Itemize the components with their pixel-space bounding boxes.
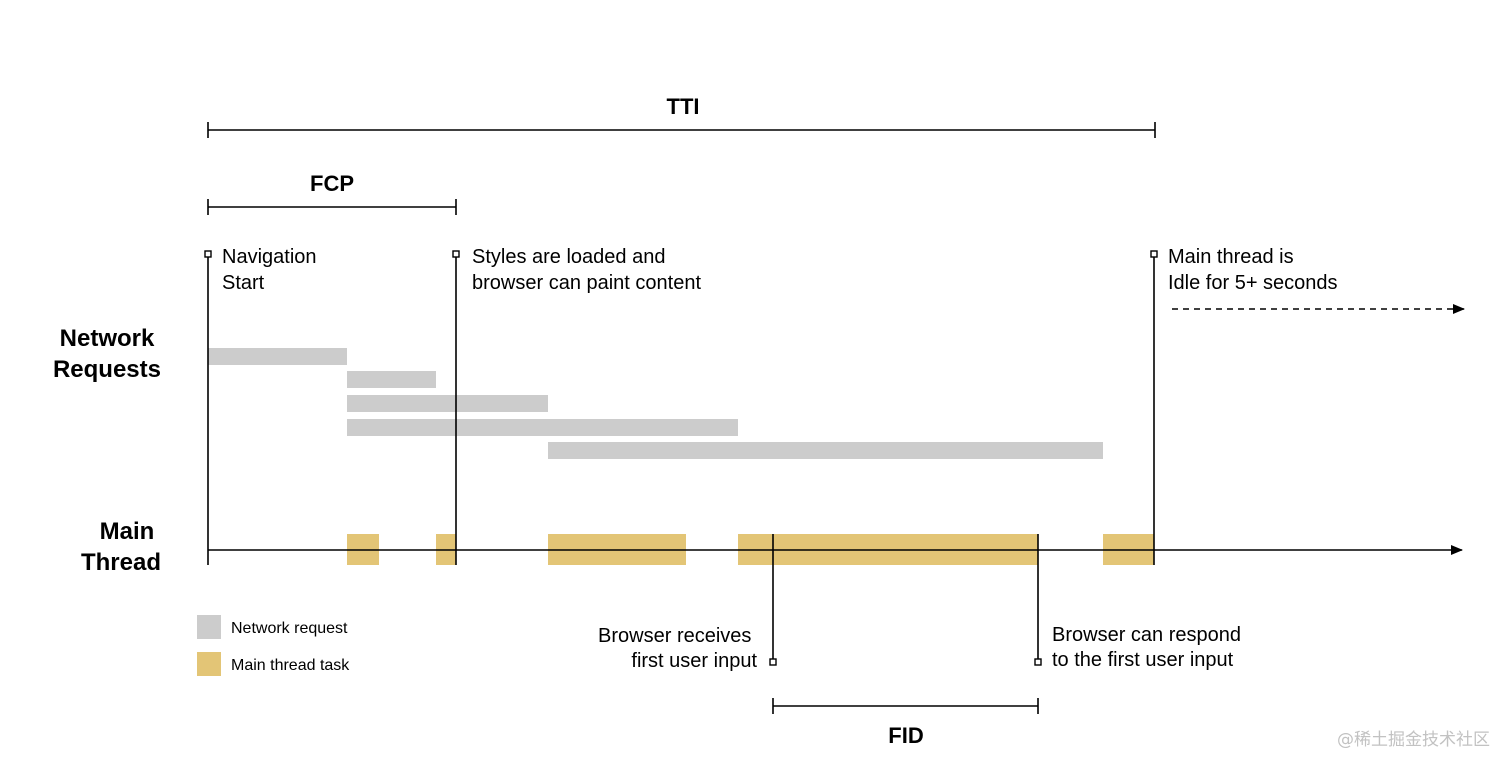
main-thread-idle-marker xyxy=(1150,250,1158,565)
tti-bracket xyxy=(207,122,1156,138)
fcp-bracket xyxy=(207,199,457,215)
idle-annotation-line-1: Main thread is xyxy=(1168,246,1294,268)
legend-task-swatch xyxy=(197,652,221,676)
navigation-start-marker xyxy=(204,250,212,565)
legend: Network request Main thread task xyxy=(197,615,350,676)
main-row-label-line-2: Thread xyxy=(81,549,161,576)
fid-bracket xyxy=(772,698,1039,714)
fcp-label: FCP xyxy=(310,171,354,196)
legend-network-swatch xyxy=(197,615,221,639)
network-request-bar xyxy=(347,419,738,436)
main-row-label-line-1: Main xyxy=(100,518,155,545)
first-input-annotation: Browser receives first user input xyxy=(598,625,757,672)
network-row-label-line-2: Requests xyxy=(53,356,161,383)
network-requests-row-label: Network Requests xyxy=(53,325,161,383)
idle-annotation-line-2: Idle for 5+ seconds xyxy=(1168,272,1338,294)
styles-annotation-line-1: Styles are loaded and xyxy=(472,246,665,268)
respond-marker xyxy=(1034,534,1042,666)
network-request-bar xyxy=(347,371,436,388)
network-request-bar xyxy=(208,348,347,365)
network-row-label-line-1: Network xyxy=(60,325,155,352)
tti-label: TTI xyxy=(667,94,700,119)
receives-annotation-line-1: Browser receives xyxy=(598,625,751,647)
receives-annotation-line-2: first user input xyxy=(631,650,757,672)
respond-annotation: Browser can respond to the first user in… xyxy=(1052,624,1247,671)
navigation-annotation-line-1: Navigation xyxy=(222,246,317,268)
respond-annotation-line-2: to the first user input xyxy=(1052,649,1234,671)
styles-loaded-marker xyxy=(452,250,460,565)
network-request-bar xyxy=(347,395,548,412)
navigation-annotation-line-2: Start xyxy=(222,272,265,294)
main-thread-row-label: Main Thread xyxy=(81,518,161,576)
first-input-marker xyxy=(769,534,777,666)
styles-annotation-line-2: browser can paint content xyxy=(472,272,701,294)
network-request-bar xyxy=(548,442,1103,459)
legend-task-label: Main thread task xyxy=(231,657,350,674)
respond-annotation-line-1: Browser can respond xyxy=(1052,624,1241,646)
styles-loaded-annotation: Styles are loaded and browser can paint … xyxy=(472,246,701,294)
fid-label: FID xyxy=(888,723,923,748)
main-thread-idle-annotation: Main thread is Idle for 5+ seconds xyxy=(1168,246,1338,294)
legend-network-label: Network request xyxy=(231,620,348,637)
watermark-text: @稀土掘金技术社区 xyxy=(1337,730,1490,750)
navigation-start-annotation: Navigation Start xyxy=(222,246,322,294)
network-request-bars xyxy=(208,348,1103,459)
